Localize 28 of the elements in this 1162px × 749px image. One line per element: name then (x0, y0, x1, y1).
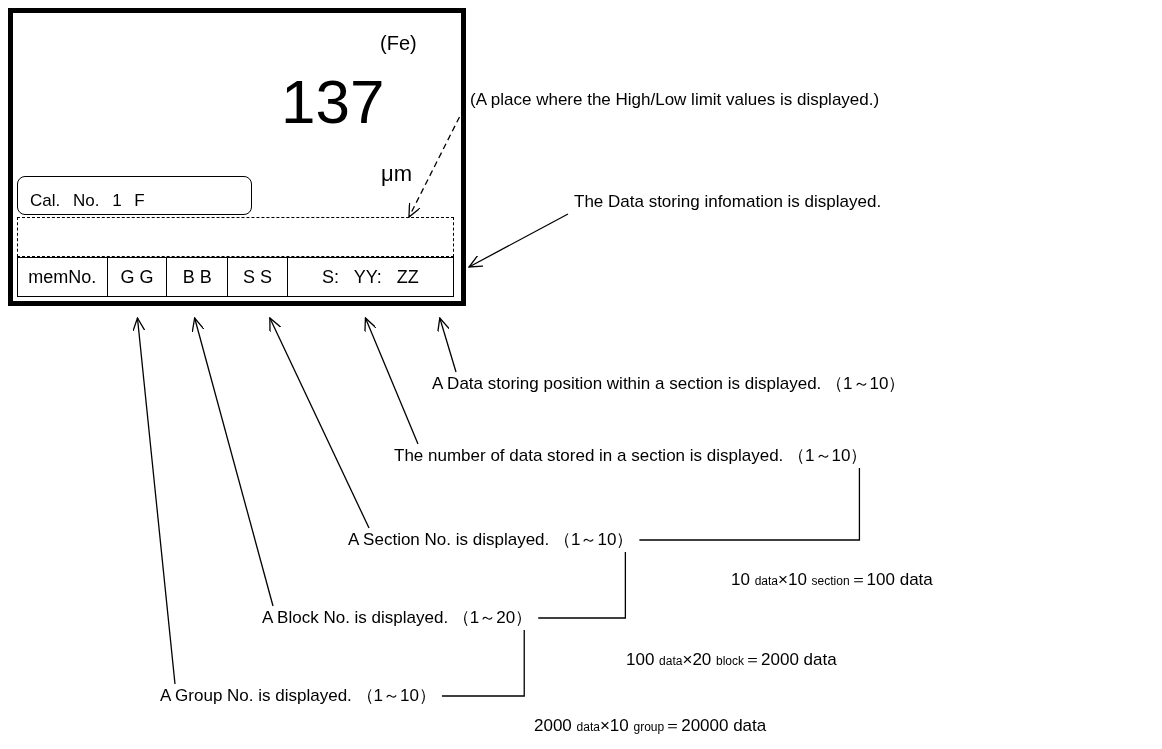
bracket-line (537, 551, 627, 619)
annotation-text: (A place where the High/Low limit values is displayed.) (464, 88, 886, 112)
memory-field: memNo. (18, 258, 108, 296)
bracket-line (441, 629, 525, 697)
leader-arrow (191, 317, 274, 607)
leader-arrow (364, 317, 419, 445)
display-screen (8, 8, 466, 306)
leader-arrow (437, 317, 457, 373)
memory-field: S: YY: ZZ (287, 258, 453, 296)
annotation-text: A Section No. is displayed. （1～10） (342, 528, 640, 552)
memory-field: B B (167, 258, 229, 296)
annotation-text: The Data storing infomation is displayed. (568, 190, 888, 214)
reading-value: 137 (281, 71, 385, 133)
material-label: (Fe) (380, 33, 417, 53)
data-row (17, 257, 454, 297)
unit-label: μm (381, 163, 412, 185)
leader-arrow (132, 317, 176, 685)
calibration-field: Cal. No. 1 F (17, 176, 252, 215)
leader-arrow (468, 213, 569, 268)
bracket-line (638, 467, 861, 541)
leader-arrow (269, 317, 370, 529)
annotation-text: A Data storing position within a section is displayed. （1～10） (426, 372, 912, 396)
memory-field: S S (228, 258, 288, 296)
annotation-text: A Group No. is displayed. （1～10） (154, 684, 442, 708)
annotation-text: The number of data stored in a section is displayed. （1～10） (388, 444, 874, 468)
annotation-text: A Block No. is displayed. （1～20） (256, 606, 539, 630)
memory-field: G G (107, 258, 168, 296)
limit-value-area (17, 217, 454, 257)
